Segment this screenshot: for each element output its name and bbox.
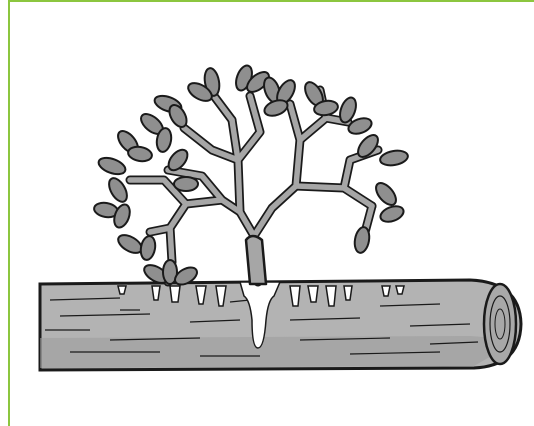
host-branch-log [40,280,521,370]
